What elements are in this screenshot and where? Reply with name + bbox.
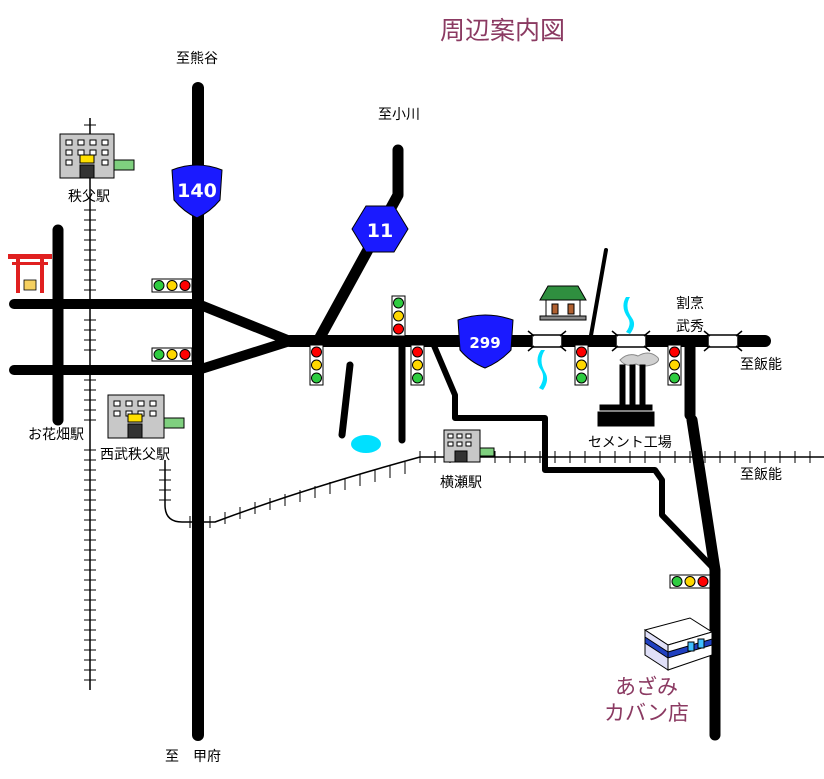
label-ohanabatake-station: お花畑駅 <box>28 427 84 443</box>
water <box>351 297 635 453</box>
traffic-signal-icon <box>151 278 193 293</box>
bridges <box>527 330 743 352</box>
route-299-number: 299 <box>469 334 500 352</box>
shop-name-line1: あざみ <box>615 675 679 699</box>
route-shield-icon-2 <box>457 314 514 369</box>
direction-ogawa: 至小川 <box>378 107 420 123</box>
road-yokoze-connector <box>429 338 718 573</box>
route-11-number: 11 <box>367 220 393 242</box>
traffic-signal-icon-5 <box>309 344 324 386</box>
route-shield-icon <box>171 164 223 219</box>
road-route-11 <box>312 144 404 347</box>
rail-ties-left <box>84 124 96 681</box>
direction-hanno-lower: 至飯能 <box>740 467 782 483</box>
label-seibu-chichibu-station: 西武秩父駅 <box>100 447 170 463</box>
map-title: 周辺案内図 <box>440 16 566 45</box>
bridge-icon <box>527 330 567 352</box>
label-restaurant-line1: 割烹 <box>676 296 704 312</box>
traffic-signal-icon-6 <box>410 344 425 386</box>
route-shield-140: 140 <box>171 164 223 219</box>
direction-kofu: 至 甲府 <box>165 749 221 765</box>
station-building-icon <box>59 133 135 179</box>
traffic-signal-icon-3 <box>669 574 711 589</box>
pond-icon <box>351 435 381 453</box>
bridge-icon-3 <box>703 330 743 352</box>
shop-building-icon <box>643 617 714 671</box>
road-north-spur <box>588 248 608 343</box>
bridge-icon-2 <box>611 330 651 352</box>
label-cement-factory: セメント工場 <box>588 435 672 451</box>
river-icon-2 <box>623 297 635 334</box>
traffic-signal-icon-8 <box>667 344 682 386</box>
temple-icon <box>539 285 587 321</box>
traffic-signal-icon-2 <box>151 347 193 362</box>
station-building-icon-2 <box>107 394 185 439</box>
rail-seibu <box>164 456 824 523</box>
traffic-signal-icon-7 <box>574 344 589 386</box>
factory-icon <box>597 352 660 427</box>
river-icon <box>537 350 548 390</box>
direction-hanno-upper: 至飯能 <box>740 357 782 373</box>
road-to-shop <box>686 414 721 741</box>
route-shield-11: 11 <box>351 205 409 253</box>
shop-name-line2: カバン店 <box>604 701 690 726</box>
torii-icon <box>8 254 52 293</box>
shop-name: あざみ カバン店 <box>604 674 689 727</box>
road-merge-upper <box>193 299 295 346</box>
direction-kumagaya: 至熊谷 <box>176 51 218 67</box>
label-restaurant-line2: 武秀 <box>676 319 704 335</box>
traffic-signal-icon-4 <box>391 295 406 337</box>
label-chichibu-station: 秩父駅 <box>68 189 110 205</box>
route-shield-299: 299 <box>457 314 514 369</box>
station-building-icon-3 <box>443 429 495 463</box>
roads <box>9 82 771 741</box>
road-south-branch-1 <box>338 361 354 439</box>
route-140-number: 140 <box>177 180 217 202</box>
traffic-signals <box>151 278 711 589</box>
route-shield-icon-hex <box>351 205 409 253</box>
label-yokoze-station: 横瀬駅 <box>440 475 482 491</box>
road-merge-lower <box>193 336 295 375</box>
